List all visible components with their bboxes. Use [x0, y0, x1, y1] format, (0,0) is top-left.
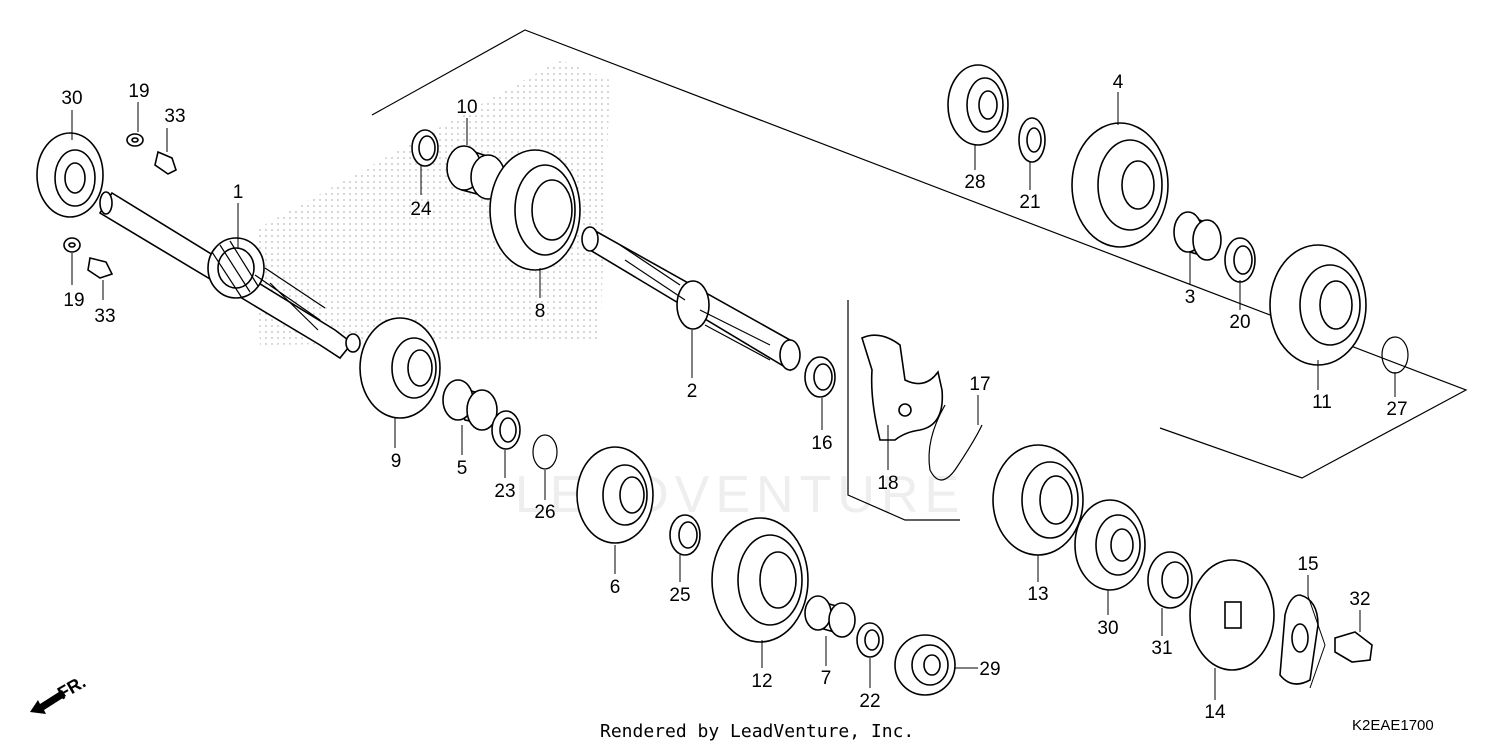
callout-27: 27: [1386, 399, 1407, 420]
washer-23: [491, 410, 521, 450]
washer-16: [804, 356, 836, 398]
bearing-29: [894, 634, 956, 696]
callout-28: 28: [964, 172, 985, 193]
callout-19: 19: [128, 81, 149, 102]
bushing-7: [804, 595, 856, 638]
front-direction-arrow: FR.: [30, 672, 89, 714]
callout-25: 25: [669, 585, 690, 606]
callout-6: 6: [610, 577, 621, 598]
callout-15: 15: [1297, 554, 1318, 575]
gear-9: [359, 317, 441, 419]
circlip-26: [532, 434, 558, 470]
countershaft-2: [581, 226, 801, 372]
gear-6: [576, 446, 654, 544]
callout-26: 26: [534, 502, 555, 523]
callout-5: 5: [457, 458, 468, 479]
plate-18: [861, 334, 944, 441]
logo-watermark: [255, 60, 610, 345]
callout-29: 29: [979, 659, 1000, 680]
leader-lines: [71, 92, 1396, 700]
callout-21: 21: [1019, 192, 1040, 213]
washer-21: [1018, 117, 1046, 163]
mainshaft-part: [98, 191, 361, 360]
bearing-30-right: [1074, 499, 1146, 591]
callout-19: 19: [63, 290, 84, 311]
callout-20: 20: [1229, 312, 1250, 333]
clip-24: [411, 129, 439, 167]
callout-14: 14: [1204, 702, 1226, 723]
washer-19-bottom: [63, 237, 81, 253]
callout-32: 32: [1349, 589, 1370, 610]
bolt-32: [1334, 631, 1373, 663]
bolt-33-bottom: [87, 257, 114, 279]
callout-33: 33: [94, 306, 115, 327]
callout-16: 16: [811, 433, 832, 454]
seal-31: [1147, 551, 1193, 609]
callout-13: 13: [1027, 584, 1048, 605]
callout-17: 17: [969, 374, 990, 395]
callout-12: 12: [751, 671, 772, 692]
callout-1: 1: [233, 182, 244, 203]
callout-2: 2: [687, 381, 698, 402]
plate-15: [1279, 594, 1319, 685]
callout-23: 23: [494, 481, 515, 502]
callout-8: 8: [535, 301, 546, 322]
gear-4: [1071, 122, 1169, 248]
washer-22: [856, 622, 884, 658]
callout-labels: 30 19 33 1 19 33 10 24 8 9 5 23 26 6 25 …: [61, 72, 1407, 723]
washer-25: [669, 514, 701, 556]
bolt-33-top: [154, 150, 177, 175]
group-outline-sub: [847, 300, 960, 521]
bearing-28: [947, 64, 1009, 146]
bushing-5: [442, 379, 498, 431]
callout-4: 4: [1113, 72, 1124, 93]
arrow-icon: [30, 690, 66, 714]
group-outline-main: [371, 29, 1468, 479]
circlip-27: [1381, 336, 1409, 374]
clip-17: [928, 404, 983, 481]
sprocket-14: [1189, 559, 1275, 671]
callout-31: 31: [1151, 638, 1172, 659]
washer-19-top: [126, 133, 144, 147]
bushing-10: [446, 145, 506, 200]
footer-credit: Rendered by LeadVenture, Inc.: [600, 721, 914, 742]
gear-11: [1269, 244, 1367, 366]
callout-11: 11: [1312, 392, 1332, 413]
bearing-30-left: [36, 132, 104, 218]
diagram-code: K2EAE1700: [1352, 717, 1434, 734]
callout-24: 24: [410, 199, 432, 220]
callout-33: 33: [164, 106, 185, 127]
callout-7: 7: [821, 668, 832, 689]
gear-13: [992, 444, 1084, 556]
gear-8: [489, 149, 581, 271]
washer-20: [1224, 237, 1256, 283]
bushing-3: [1173, 211, 1222, 261]
callout-30: 30: [61, 88, 82, 109]
callout-22: 22: [859, 691, 880, 712]
callout-10: 10: [456, 97, 477, 118]
callout-9: 9: [391, 451, 402, 472]
callout-3: 3: [1185, 287, 1196, 308]
callout-18: 18: [877, 473, 898, 494]
gear-12: [711, 517, 809, 643]
callout-30: 30: [1097, 618, 1118, 639]
